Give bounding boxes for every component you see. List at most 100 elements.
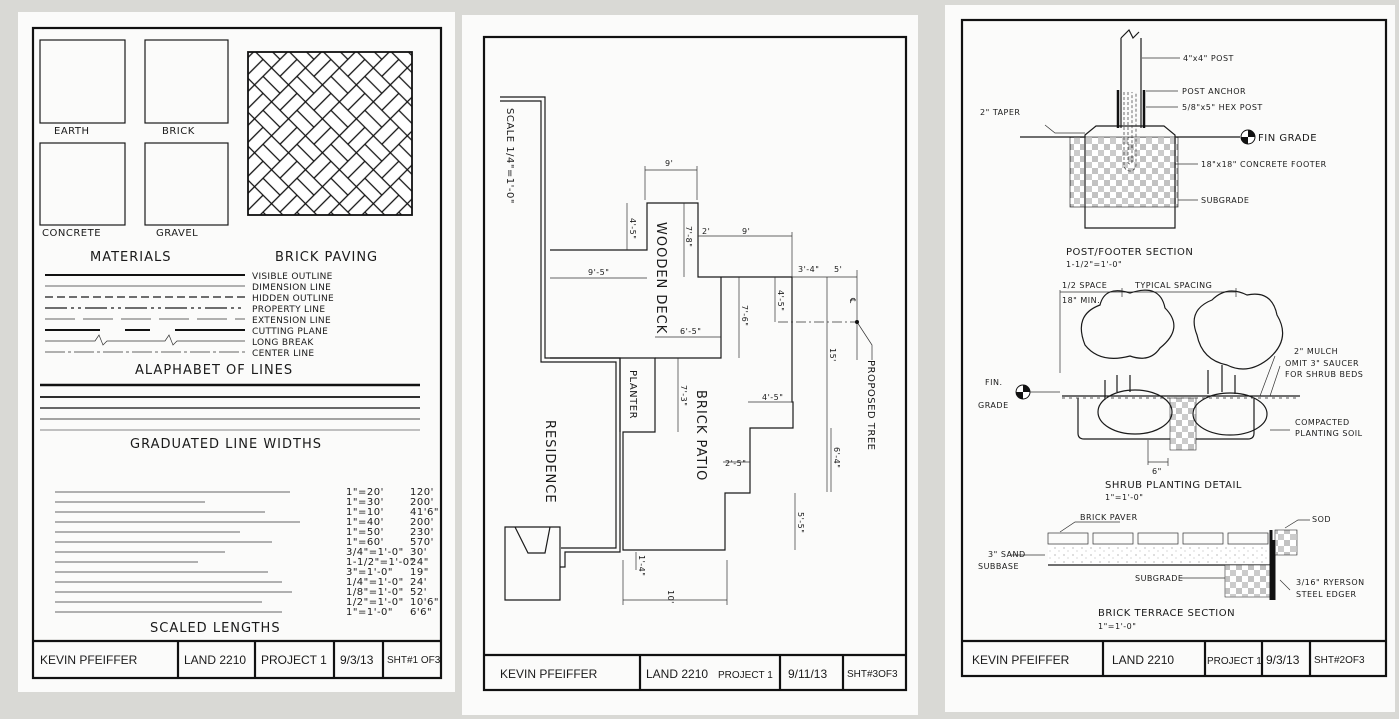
scaled-length-value: 10'6" (410, 597, 439, 608)
date: 9/3/13 (340, 653, 374, 667)
dimension-label: 7'-8" (684, 226, 693, 247)
scaled-length-value: 52' (410, 587, 427, 598)
brick-paving-herringbone (247, 51, 413, 216)
dimension-label: 1'-4" (637, 555, 646, 576)
steel-edger-label: 3/16" RYERSON (1296, 578, 1365, 587)
scale-label: SCALE 1/4"=1'-0" (504, 108, 515, 204)
brick-patio-label: BRICK PATIO (693, 390, 708, 481)
scale-ratio: 1"=1'-0" (346, 607, 393, 618)
sheet-border (482, 35, 908, 692)
scaled-lengths-heading: SCALED LENGTHS (150, 621, 281, 636)
scaled-length-value: 230' (410, 527, 434, 538)
scaled-length-value: 24' (410, 577, 427, 588)
project-label: PROJECT 1 (1207, 656, 1262, 667)
line-type-label: LONG BREAK (252, 338, 314, 348)
line-samples (45, 274, 245, 353)
sod-label: SOD (1312, 515, 1331, 524)
line-type-label: VISIBLE OUTLINE (252, 272, 333, 282)
dimension-label: 5'-5" (796, 512, 805, 533)
fin-grade-label: FIN GRADE (1258, 133, 1317, 144)
scale-ratio: 1"=20' (346, 487, 384, 498)
proposed-tree-label: PROPOSED TREE (865, 360, 876, 451)
scale-ratio: 1"=40' (346, 517, 384, 528)
dimension-label: 6'-5" (680, 327, 701, 336)
omit-saucer-label: OMIT 3" SAUCER (1285, 359, 1359, 368)
sheet-1: EARTH BRICK CONCRETE GRAVEL MATERIALS BR… (18, 12, 455, 692)
planting-soil-label: PLANTING SOIL (1295, 429, 1363, 438)
scale-ratio: 1/2"=1'-0" (346, 597, 404, 608)
shrub-detail-scale: 1"=1'-0" (1105, 493, 1143, 502)
fin-grade-label-2: GRADE (978, 401, 1009, 410)
centerline-symbol: ℄ (848, 298, 857, 304)
scale-ratio: 1/8"=1'-0" (346, 587, 404, 598)
taper-label: 2" TAPER (980, 108, 1021, 117)
scaled-length-value: 570' (410, 537, 434, 548)
dimension-label: 4'-5" (776, 290, 785, 311)
date: 9/3/13 (1266, 653, 1300, 667)
mulch-label: 2" MULCH (1294, 347, 1338, 356)
shrub-planting-detail (1015, 288, 1300, 466)
course-number: LAND 2210 (1112, 653, 1174, 667)
post-footer-scale: 1-1/2"=1'-0" (1066, 260, 1122, 269)
scaled-length-value: 200' (410, 517, 434, 528)
scale-ratio: 3"=1'-0" (346, 567, 393, 578)
graduated-lines (40, 383, 420, 431)
line-type-label: DIMENSION LINE (252, 283, 331, 293)
earth-swatch (39, 39, 126, 124)
steps (504, 526, 561, 601)
dimension-label: 4'-5" (762, 393, 783, 402)
drafter-name: KEVIN PFEIFFER (40, 653, 138, 667)
brick-paving-heading: BRICK PAVING (275, 250, 378, 265)
brick-terrace-scale: 1"=1'-0" (1098, 622, 1136, 631)
site-plan (500, 96, 873, 605)
scale-ratio: 3/4"=1'-0" (346, 547, 404, 558)
line-type-label: CENTER LINE (252, 349, 314, 359)
sheet-border (31, 26, 443, 680)
dimension-label: 4'-5" (628, 218, 637, 239)
sheet-number: SHT#3OF3 (847, 669, 898, 680)
dimension-label: 15' (828, 348, 837, 362)
six-inch-label: 6" (1152, 467, 1162, 476)
dimension-label: 7'-6" (740, 305, 749, 326)
post-footer-title: POST/FOOTER SECTION (1066, 247, 1193, 258)
shrub-detail-title: SHRUB PLANTING DETAIL (1105, 480, 1242, 491)
dimension-label: 3'-4" (798, 265, 819, 274)
fin-grade-label: FIN. (985, 378, 1003, 387)
dimension-label: 6'-4" (832, 447, 841, 468)
post-footer-section (1020, 28, 1256, 229)
dimension-label: 2' (702, 227, 710, 236)
residence-wall (500, 96, 621, 568)
scaled-length-value: 6'6" (410, 607, 432, 618)
title-block: KEVIN PFEIFFER LAND 2210 PROJECT 1 9/3/1… (962, 639, 1386, 676)
line-type-label: HIDDEN OUTLINE (252, 294, 334, 304)
line-type-labels: VISIBLE OUTLINE DIMENSION LINE HIDDEN OU… (252, 272, 334, 359)
line-type-label: CUTTING PLANE (252, 327, 328, 337)
scale-ratio: 1/4"=1'-0" (346, 577, 404, 588)
sheet-border (960, 18, 1388, 678)
line-type-label: PROPERTY LINE (252, 305, 325, 315)
concrete-swatch (39, 142, 126, 226)
line-type-label: EXTENSION LINE (252, 316, 331, 326)
min-space-label: 18" MIN. (1062, 296, 1100, 305)
alphabet-of-lines-heading: ALAPHABET OF LINES (135, 363, 293, 378)
paper (462, 15, 918, 715)
sheet-number: SHT#2OF3 (1314, 655, 1365, 666)
typical-spacing-label: TYPICAL SPACING (1134, 281, 1212, 290)
dimension-label: 9' (742, 227, 750, 236)
scale-ratio: 1-1/2"=1'-0" (346, 557, 415, 568)
date: 9/11/13 (788, 667, 827, 681)
dimension-label: 7'-3" (679, 385, 688, 406)
sheet-3: 4"x4" POST POST ANCHOR 5/8"x5" HEX POST … (945, 5, 1395, 712)
planter-label: PLANTER (627, 370, 638, 419)
scaled-length-lines (55, 491, 300, 613)
wooden-deck-label: WOODEN DECK (653, 222, 668, 334)
dimension-label: 2'-5" (725, 459, 746, 468)
paper (945, 5, 1395, 712)
gravel-label: GRAVEL (156, 228, 198, 239)
project-label: PROJECT 1 (261, 653, 327, 667)
scaled-length-value: 30' (410, 547, 427, 558)
scaled-length-value: 200' (410, 497, 434, 508)
brick-label: BRICK (162, 126, 195, 137)
brick-terrace-title: BRICK TERRACE SECTION (1098, 608, 1235, 619)
